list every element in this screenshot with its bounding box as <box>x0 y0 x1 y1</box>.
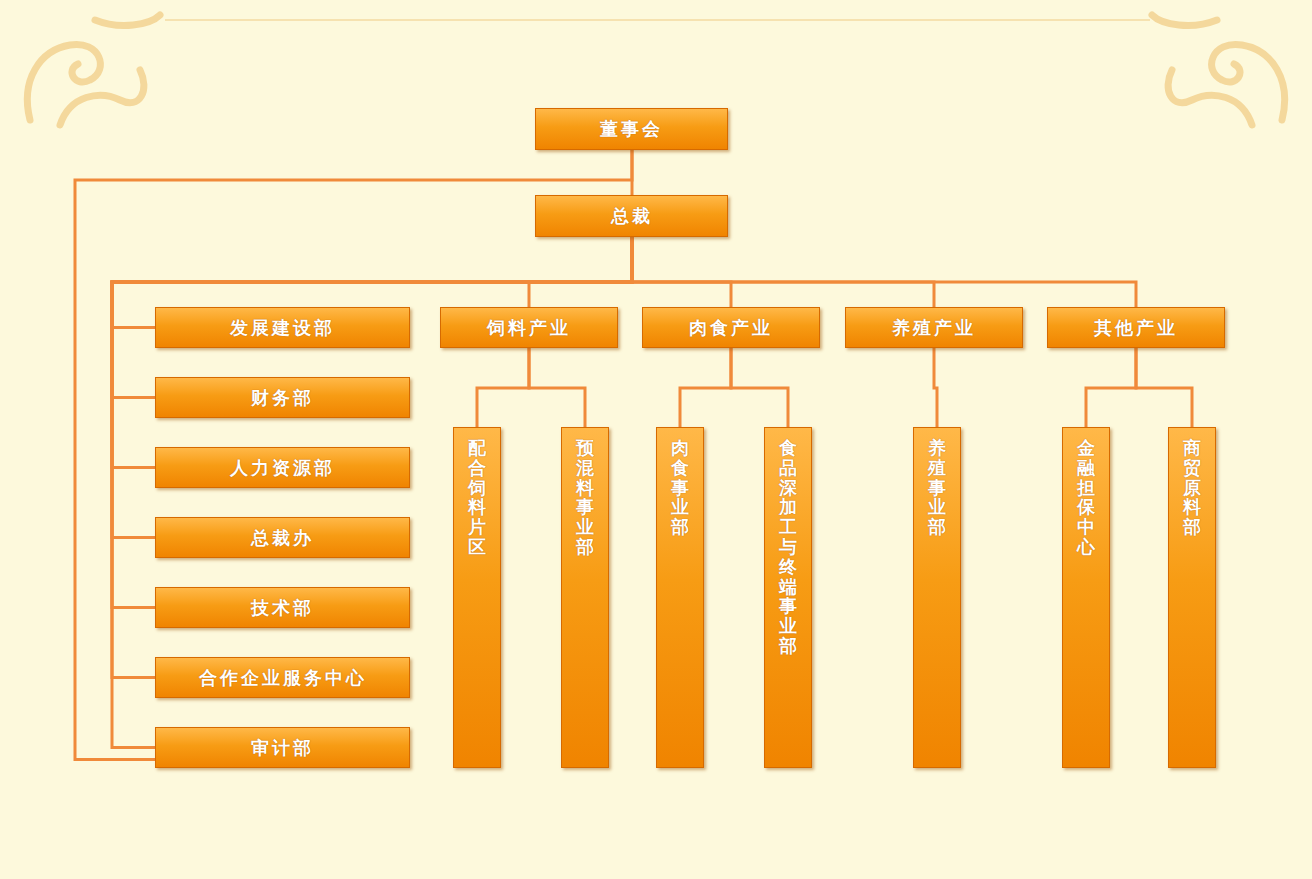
box-label: 金融担保中心 <box>1077 438 1095 557</box>
connector-line <box>731 348 788 427</box>
ornament-swirl <box>95 15 160 25</box>
unit-column-box: 预混料事业部 <box>561 427 609 768</box>
connector-line <box>632 237 934 307</box>
connector-line <box>934 348 937 427</box>
connector-line <box>112 237 632 608</box>
org-box: 肉食产业 <box>642 307 820 348</box>
ornament-swirl <box>60 70 144 125</box>
org-box: 人力资源部 <box>155 447 410 488</box>
org-box: 合作企业服务中心 <box>155 657 410 698</box>
box-label: 肉食事业部 <box>671 438 689 537</box>
box-label: 肉食产业 <box>689 316 773 340</box>
ornament-swirl <box>27 44 100 120</box>
unit-column-box: 食品深加工与终端事业部 <box>764 427 812 768</box>
box-label: 商贸原料部 <box>1183 438 1201 537</box>
box-label: 财务部 <box>251 386 314 410</box>
box-label: 发展建设部 <box>230 316 335 340</box>
connector-line <box>1136 348 1192 427</box>
connector-line <box>75 150 632 760</box>
box-label: 养殖产业 <box>892 316 976 340</box>
org-box: 养殖产业 <box>845 307 1023 348</box>
box-label: 食品深加工与终端事业部 <box>779 438 797 656</box>
connector-line <box>112 237 632 398</box>
box-label: 预混料事业部 <box>576 438 594 557</box>
box-label: 饲料产业 <box>487 316 571 340</box>
box-label: 养殖事业部 <box>928 438 946 537</box>
org-box: 总裁 <box>535 195 728 237</box>
connector-line <box>632 237 1136 307</box>
box-label: 人力资源部 <box>230 456 335 480</box>
connector-line <box>529 237 632 307</box>
unit-column-box: 商贸原料部 <box>1168 427 1216 768</box>
org-box: 总裁办 <box>155 517 410 558</box>
box-label: 审计部 <box>251 736 314 760</box>
connector-line <box>680 348 731 427</box>
connector-line <box>632 237 731 307</box>
top-rule <box>165 19 1150 21</box>
box-label: 总裁 <box>611 204 653 228</box>
box-label: 董事会 <box>600 117 663 141</box>
box-label: 配合饲料片区 <box>468 438 486 557</box>
unit-column-box: 肉食事业部 <box>656 427 704 768</box>
box-label: 合作企业服务中心 <box>199 666 367 690</box>
org-box: 董事会 <box>535 108 728 150</box>
ornament-swirl <box>1152 15 1217 25</box>
connector-line <box>112 237 632 468</box>
org-box: 审计部 <box>155 727 410 768</box>
connector-line <box>529 348 585 427</box>
unit-column-box: 养殖事业部 <box>913 427 961 768</box>
ornament-swirl <box>1168 70 1252 125</box>
unit-column-box: 配合饲料片区 <box>453 427 501 768</box>
connector-line <box>112 237 632 748</box>
org-box: 其他产业 <box>1047 307 1225 348</box>
unit-column-box: 金融担保中心 <box>1062 427 1110 768</box>
org-box: 发展建设部 <box>155 307 410 348</box>
connector-line <box>1086 348 1136 427</box>
connector-line <box>477 348 529 427</box>
box-label: 技术部 <box>251 596 314 620</box>
box-label: 总裁办 <box>251 526 314 550</box>
org-box: 技术部 <box>155 587 410 628</box>
ornament-swirl <box>1212 44 1285 120</box>
org-box: 饲料产业 <box>440 307 618 348</box>
box-label: 其他产业 <box>1094 316 1178 340</box>
org-box: 财务部 <box>155 377 410 418</box>
connector-line <box>112 237 632 678</box>
